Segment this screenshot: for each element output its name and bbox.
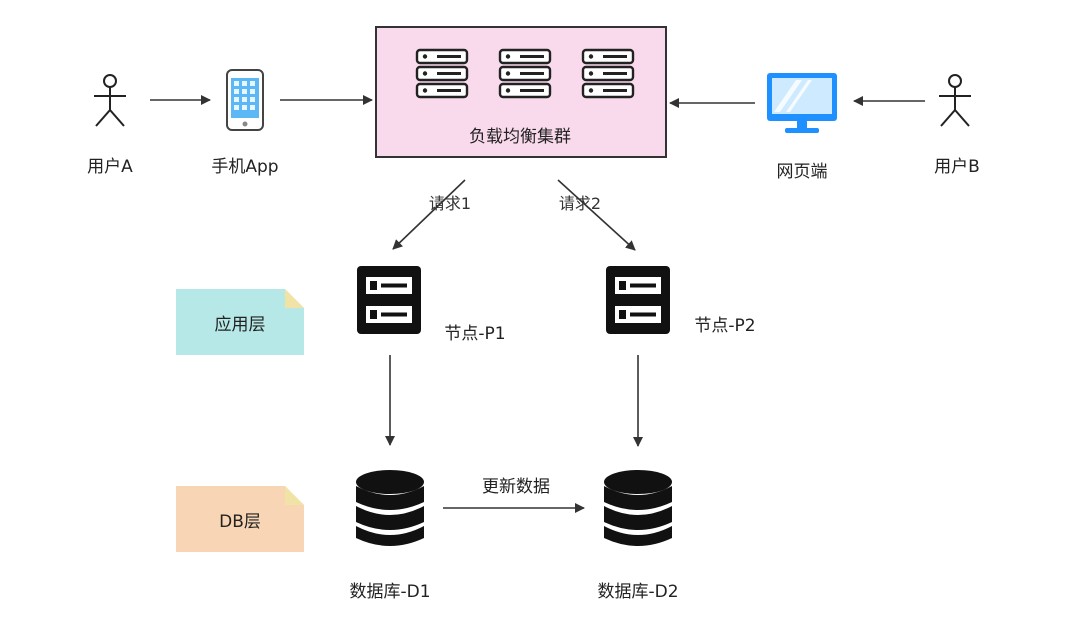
db-layer-note (176, 486, 304, 552)
arrow-request-2 (557, 179, 636, 251)
user-a-label: 用户A (87, 157, 133, 177)
request-1-label: 请求1 (428, 194, 472, 213)
web-label: 网页端 (776, 162, 828, 182)
node-p2-icon (606, 266, 670, 334)
monitor-icon (767, 73, 837, 133)
app-layer-note (176, 289, 304, 355)
lb-server-icon (581, 48, 635, 99)
phone-icon (226, 69, 264, 131)
user-b-label: 用户B (934, 157, 980, 177)
app-layer-note-fold (285, 289, 304, 308)
node-p1-icon (357, 266, 421, 334)
db-layer-note-fold (285, 486, 304, 505)
database-d2-icon (604, 470, 672, 546)
database-d1-label: 数据库-D1 (349, 582, 431, 602)
app-layer-label: 应用层 (214, 315, 266, 335)
arrow-request-1 (392, 179, 466, 250)
user-b-icon (938, 74, 972, 127)
database-d1-icon (356, 470, 424, 546)
mobile-app-label: 手机App (211, 157, 279, 177)
node-p1-label: 节点-P1 (444, 324, 506, 344)
request-2-label: 请求2 (558, 194, 602, 213)
db-layer-label: DB层 (219, 512, 261, 532)
node-p2-label: 节点-P2 (694, 316, 756, 336)
user-a-icon (93, 74, 127, 127)
lb-server-icon (498, 48, 552, 99)
load-balancer-label: 负载均衡集群 (469, 127, 571, 147)
database-d2-label: 数据库-D2 (597, 582, 679, 602)
sync-label: 更新数据 (482, 477, 550, 497)
lb-server-icon (415, 48, 469, 99)
